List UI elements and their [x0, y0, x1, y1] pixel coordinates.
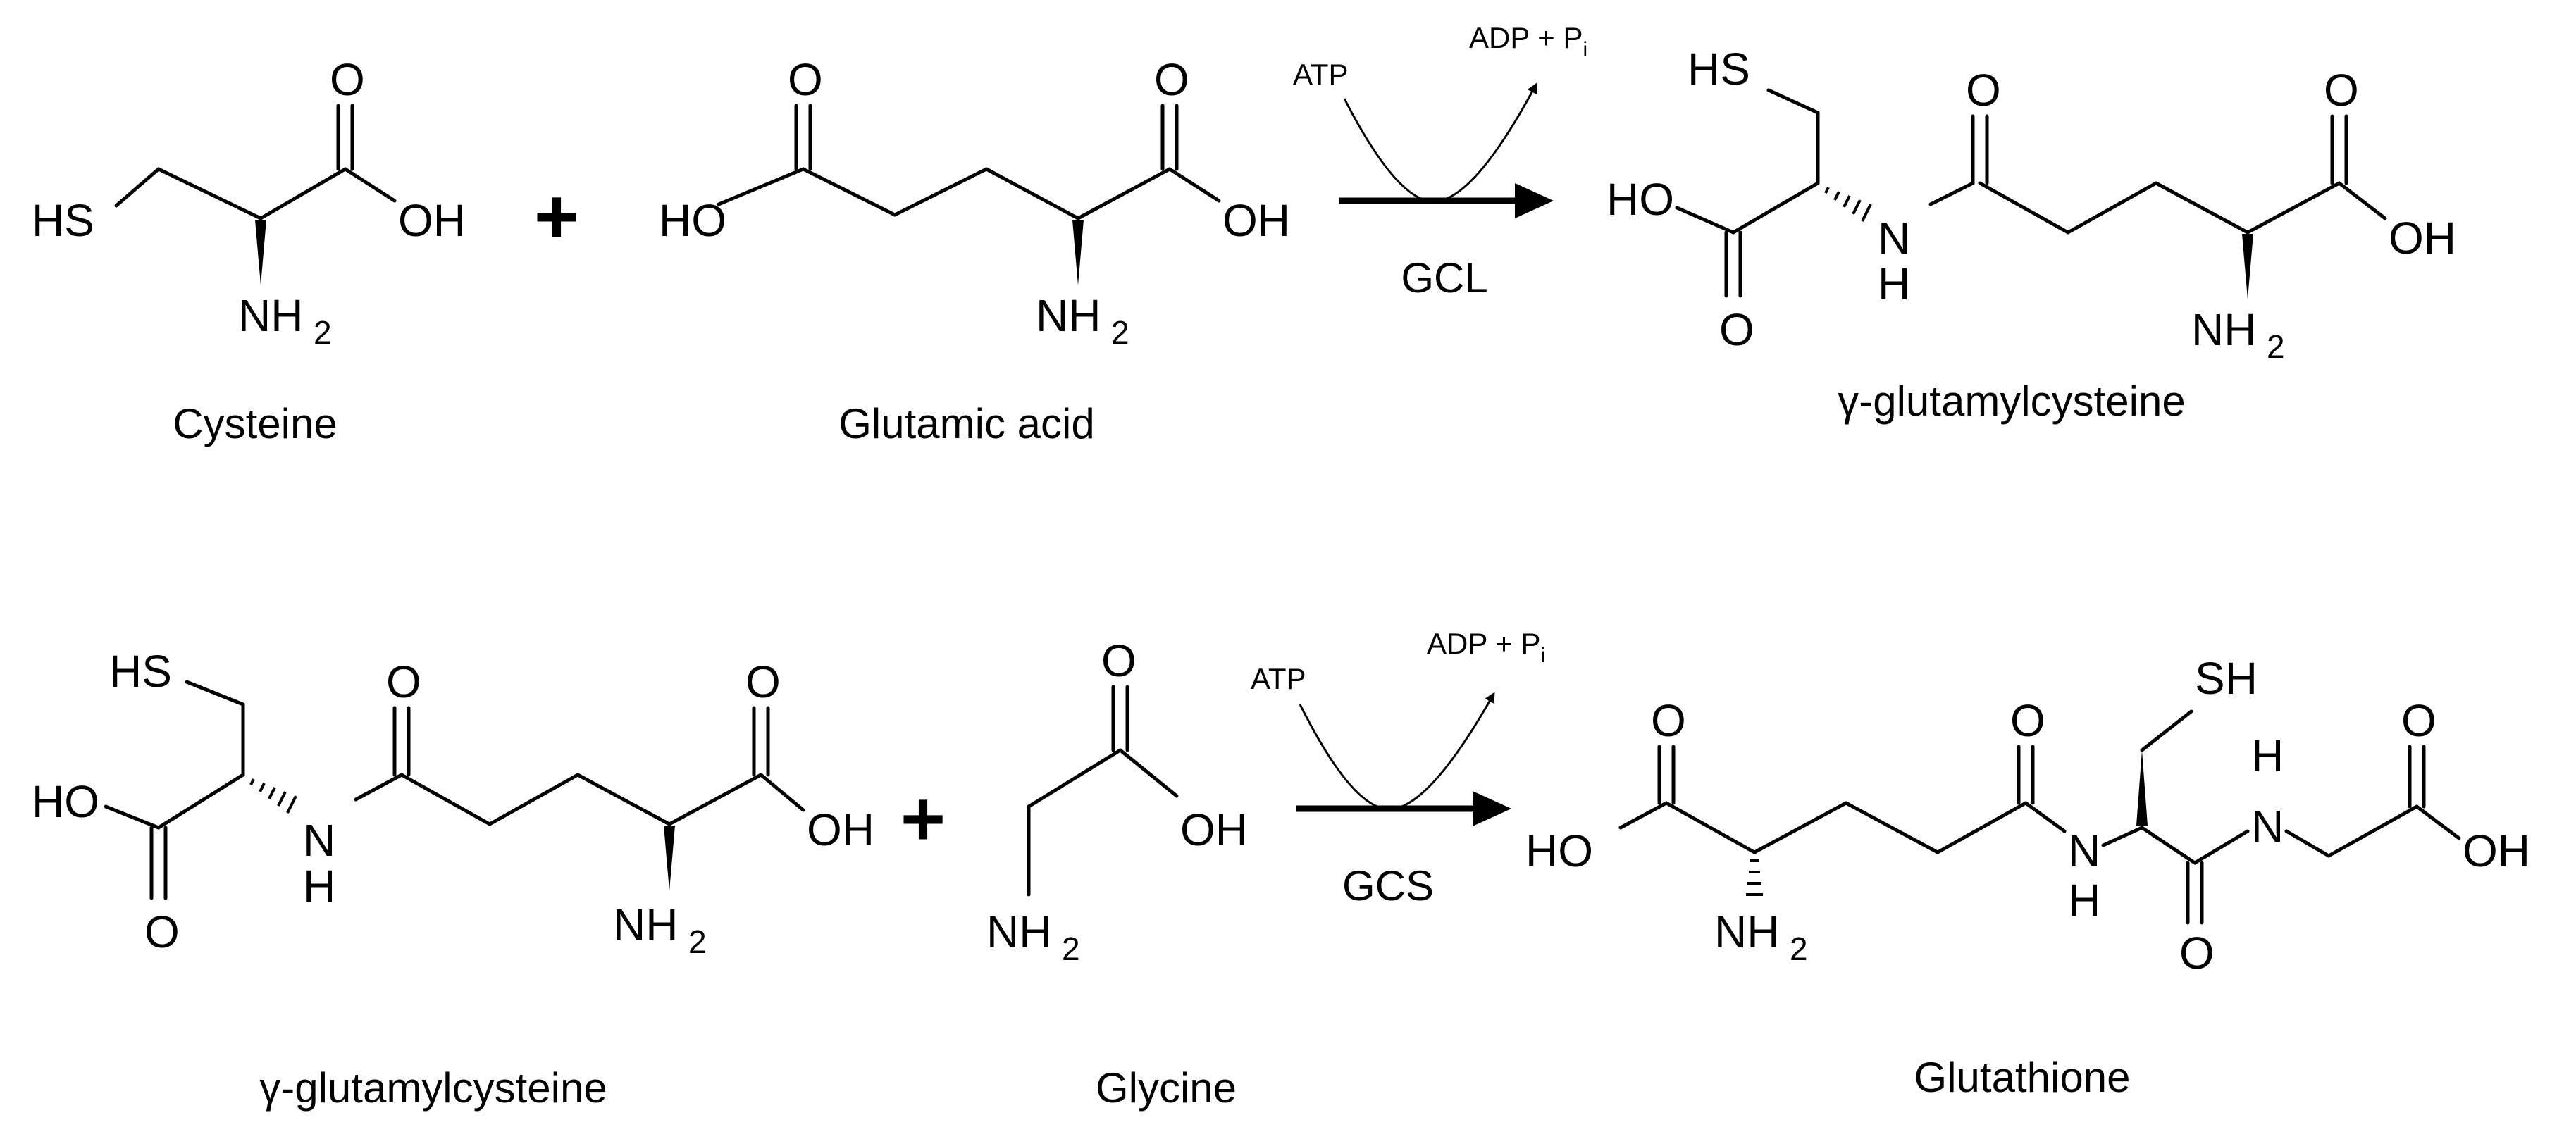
reactant2a-oh-label: OH — [807, 804, 874, 855]
gamma-glutamylcysteine-product-name: γ-glutamylcysteine — [1838, 378, 2186, 425]
glycine-nh-label: NH — [986, 907, 1051, 957]
plus-sign-2: + — [900, 776, 946, 862]
glutathione-h1-label: H — [2068, 875, 2100, 926]
glutathione-o4-label: O — [2401, 695, 2436, 746]
glutathione-structure: HO O NH 2 O N H SH O N H O OH — [1525, 653, 2530, 978]
glutathione-o3-label: O — [2179, 928, 2215, 978]
reactant2a-o-acid-label: O — [144, 907, 180, 957]
glycine-nh-subscript: 2 — [1062, 931, 1080, 967]
cysteine-nh-label: NH — [238, 290, 303, 341]
glutathione-n2-label: N — [2251, 801, 2284, 852]
product1-o-acid-label: O — [1719, 304, 1754, 355]
adp-pi-label-1: ADP + Pi — [1469, 21, 1587, 61]
gamma-glutamylcysteine-product-structure: HS HO O N H O O OH NH 2 — [1606, 44, 2456, 365]
reaction-arrow-2 — [1296, 692, 1511, 826]
reactant2a-hs-label: HS — [109, 646, 172, 697]
product1-n-label: N — [1878, 213, 1910, 263]
glutathione-o1-label: O — [1651, 695, 1686, 746]
glycine-oh-label: OH — [1180, 804, 1248, 855]
reactant2a-h-label: H — [303, 861, 335, 911]
glutathione-sh-label: SH — [2195, 653, 2258, 704]
reactant2a-nh-subscript: 2 — [688, 923, 707, 960]
glutathione-ho-label: HO — [1525, 826, 1593, 876]
glutathione-o2-label: O — [2010, 695, 2045, 746]
product1-nh-subscript: 2 — [2267, 328, 2285, 365]
enzyme-gcl-label: GCL — [1401, 254, 1487, 301]
cysteine-name: Cysteine — [173, 400, 337, 447]
glutathione-nh-label: NH — [1714, 907, 1779, 957]
glutamic-nh-label: NH — [1036, 290, 1101, 341]
reactant2a-nh-label: NH — [613, 900, 678, 950]
glutamic-acid-name: Glutamic acid — [838, 400, 1094, 447]
glutamic-acid-structure: HO O O OH NH 2 — [659, 54, 1290, 351]
reaction-arrow-1 — [1339, 82, 1554, 218]
adp-pi-label-2: ADP + Pi — [1427, 627, 1545, 667]
reactant2a-o-acid2-label: O — [745, 656, 781, 707]
glutathione-oh-label: OH — [2463, 826, 2530, 876]
reactant2a-o-amide-label: O — [386, 656, 421, 707]
glutamic-o1-label: O — [788, 54, 823, 105]
glutathione-h2-label: H — [2251, 730, 2284, 781]
glutamic-o2-label: O — [1154, 54, 1189, 105]
enzyme-gcs-label: GCS — [1342, 862, 1434, 909]
glycine-structure: O OH NH 2 — [986, 635, 1248, 967]
product1-o-acid2-label: O — [2324, 65, 2359, 116]
glutamic-ho-label: HO — [659, 195, 726, 246]
glycine-o-label: O — [1101, 635, 1137, 686]
product1-o-amide-label: O — [1966, 65, 2001, 116]
cysteine-oh-label: OH — [398, 195, 466, 246]
product1-ho-label: HO — [1606, 174, 1674, 225]
product1-nh-label: NH — [2191, 304, 2256, 355]
atp-label-1: ATP — [1293, 58, 1349, 91]
reactant2a-n-label: N — [303, 815, 335, 866]
glycine-name: Glycine — [1096, 1064, 1237, 1112]
glutamic-oh-label: OH — [1222, 195, 1290, 246]
glutamic-nh-subscript: 2 — [1111, 314, 1129, 351]
gamma-glutamylcysteine-reactant-name: γ-glutamylcysteine — [259, 1064, 607, 1112]
glutathione-nh-subscript: 2 — [1790, 931, 1808, 967]
glutathione-name: Glutathione — [1914, 1054, 2131, 1101]
cysteine-structure: HS O OH NH 2 — [32, 54, 466, 351]
product1-hs-label: HS — [1688, 44, 1750, 94]
cysteine-nh-subscript: 2 — [314, 314, 332, 351]
cysteine-o-label: O — [330, 54, 365, 105]
cysteine-hs-label: HS — [32, 195, 94, 246]
product1-oh-label: OH — [2389, 213, 2456, 263]
glutathione-n1-label: N — [2068, 826, 2100, 876]
plus-sign-1: + — [534, 173, 579, 260]
reactant2a-ho-label: HO — [32, 776, 99, 827]
gamma-glutamylcysteine-reactant-structure: HS HO O N H O O OH NH 2 — [32, 646, 874, 960]
atp-label-2: ATP — [1251, 662, 1306, 695]
product1-h-label: H — [1878, 259, 1910, 309]
